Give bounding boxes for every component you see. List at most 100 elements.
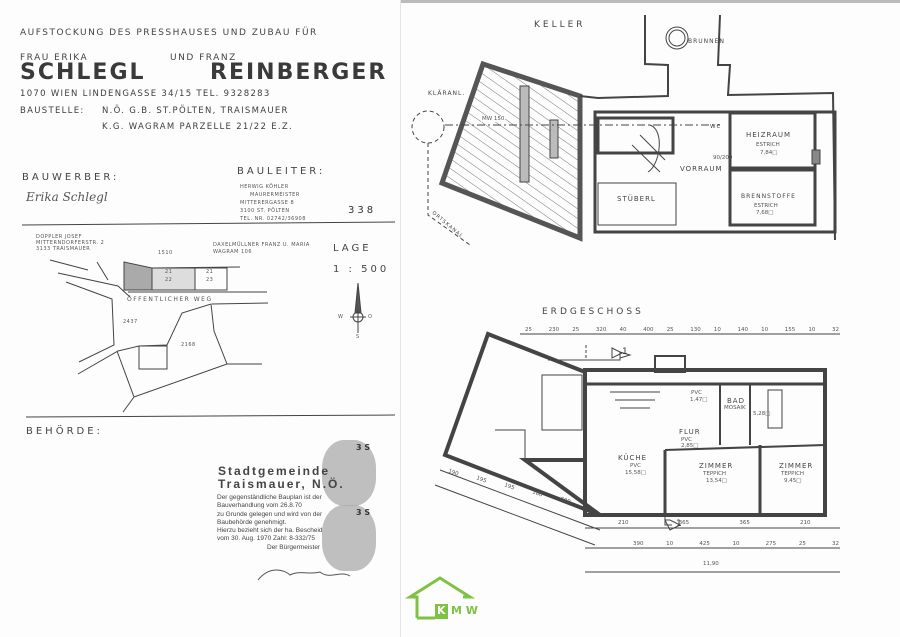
owner-name-reinberger: REINBERGER [210, 60, 388, 85]
dimension-label: 400 [643, 327, 654, 333]
neighbor-line: 3133 TRAISMAUER [36, 246, 91, 252]
label-zimmer-1-area: 13,54□ [706, 478, 727, 484]
parcel-2437: 2437 [123, 319, 138, 325]
erdgeschoss-plan [434, 331, 840, 573]
stamp-text: Der gegenständliche Bauplan ist der Bauv… [217, 494, 323, 552]
dimension-label: 155 [784, 327, 796, 333]
label-bad-area: 5,28□ [753, 411, 771, 417]
label-brennstoffe-area: 7,68□ [756, 210, 774, 216]
bauleiter-label: BAULEITER: [237, 166, 326, 177]
label-bad: BAD [727, 397, 745, 405]
owner-connector: UND FRANZ [170, 53, 237, 63]
bauleiter-line: MAURERMEISTER [250, 192, 300, 198]
label-zimmer-1: ZIMMER [699, 462, 734, 470]
section-marker-bottom: 1 [676, 519, 682, 529]
owner-address: 1070 WIEN LINDENGASSE 34/15 TEL. 9328283 [20, 89, 271, 99]
bauwerber-label: BAUWERBER: [22, 172, 120, 183]
lage-scale: 1 : 500 [333, 264, 390, 275]
dimension-label: 275 [765, 541, 777, 547]
label-zimmer-2-floor: TEPPICH [781, 471, 805, 477]
dimension-label: 10 [666, 541, 674, 547]
compass-s: S [356, 334, 360, 340]
label-heizraum: HEIZRAUM [746, 131, 792, 139]
parcel-21b: 21 [206, 269, 214, 275]
neighbor-line: DAXELMÜLLNER FRANZ U. MARIA [213, 242, 310, 248]
site-label: BAUSTELLE: [20, 106, 85, 116]
label-kueche: KÜCHE [618, 454, 648, 462]
label-wc: WC [710, 124, 722, 130]
dimension-label: 365 [678, 520, 690, 526]
stamp-value: 3 S [356, 443, 371, 452]
label-brunnen: BRUNNEN [688, 38, 725, 45]
bauwerber-signature: Erika Schlegl [26, 190, 108, 204]
dimension-label: 425 [699, 541, 710, 547]
divider-line [25, 414, 396, 418]
parcel-21: 21 [165, 269, 173, 275]
label-brennstoffe-floor: ESTRICH [754, 203, 778, 209]
label-zimmer-2: ZIMMER [779, 462, 814, 470]
neighbor-line: WAGRAM 106 [213, 249, 253, 255]
keller-plan [411, 14, 837, 246]
compass-o: O [368, 314, 373, 320]
label-kueche-floor: PVC [630, 463, 641, 469]
neighbor-left: DOPPLER JOSEF MITTERNDORFERSTR. 2 3133 T… [36, 234, 104, 252]
bauleiter-line: TEL. NR. 02742/36908 [240, 216, 306, 222]
plan-number: 338 [348, 205, 377, 216]
label-mw: MW 150 [481, 116, 506, 122]
dimension-label: 390 [633, 541, 644, 547]
bauleiter-stamp: HERWIG KÖHLER MAURERMEISTER MITTERERGASS… [240, 183, 306, 223]
site-map [49, 259, 269, 413]
section-marker-top: 1 [622, 347, 628, 357]
north-arrow-icon [350, 282, 366, 333]
stamp-line: Baubehörde genehmigt. [217, 518, 287, 526]
project-title: AUFSTOCKUNG DES PRESSHAUSES UND ZUBAU FÜ… [20, 28, 318, 38]
keller-title: KELLER [534, 20, 586, 30]
dimension-label: 25 [798, 541, 806, 547]
logo-k: K [437, 604, 446, 617]
bauleiter-line: 3100 ST. PÖLTEN [240, 208, 290, 214]
label-klaranlage: KLÄRANL. [428, 90, 466, 97]
stamp-value: 3 S [356, 508, 371, 517]
compass-w: W [338, 314, 344, 320]
label-flur-area: 2,85□ [681, 443, 699, 449]
label-zimmer-2-area: 9,45□ [784, 478, 802, 484]
behoerde-label: BEHÖRDE: [26, 426, 103, 437]
dimension-label: 140 [737, 327, 749, 333]
revenue-stamp [322, 505, 376, 571]
stamp-line: Bauverhandlung vom 26.8.70 [217, 502, 302, 510]
label-bad-floor: MOSAIK [724, 405, 746, 411]
dimension-label: 320 [595, 327, 607, 333]
stamp-title: Stadtgemeinde Traismauer, N.Ö. [218, 465, 345, 491]
bauleiter-line: MITTERERGASSE 8 [240, 200, 295, 206]
erdgeschoss-title: ERDGESCHOSS [542, 307, 644, 317]
scan-edge [400, 0, 900, 3]
kmw-logo [404, 576, 476, 620]
dimension-label: 130 [690, 327, 701, 333]
dimension-label: 210 [618, 520, 629, 526]
stamp-title-1: Stadtgemeinde [218, 464, 331, 478]
parcel-1510: 1510 [158, 250, 173, 256]
label-vorraum: VORRAUM [680, 165, 723, 173]
dimension-label: 210 [800, 520, 811, 526]
stamp-line: Der Bürgermeister [267, 543, 321, 551]
label-heizraum-area: 7,84□ [760, 150, 778, 156]
page-fold [400, 0, 401, 637]
dimension-label: 40 [619, 327, 627, 333]
mayor-signature [257, 569, 351, 581]
label-heizraum-floor: ESTRICH [756, 142, 780, 148]
parcel-23: 23 [206, 277, 214, 283]
dimension-label: 10 [761, 327, 769, 333]
neighbor-line: DOPPLER JOSEF [36, 234, 82, 240]
road-label: ÖFFENTLICHER WEG [127, 296, 213, 303]
divider-line [21, 221, 396, 226]
site-line-1: N.Ö. G.B. ST.PÖLTEN, TRAISMAUER [102, 106, 289, 116]
dimension-label: 365 [739, 520, 750, 526]
dimension-label: 32 [832, 327, 839, 333]
revenue-stamp [322, 440, 376, 506]
dimension-label: 32 [832, 541, 839, 547]
label-flur: FLUR [679, 428, 701, 436]
label-brennstoffe: BRENNSTOFFE [741, 193, 796, 200]
neighbor-right: DAXELMÜLLNER FRANZ U. MARIA WAGRAM 106 [213, 242, 310, 256]
stamp-title-2: Traismauer, N.Ö. [218, 477, 345, 491]
